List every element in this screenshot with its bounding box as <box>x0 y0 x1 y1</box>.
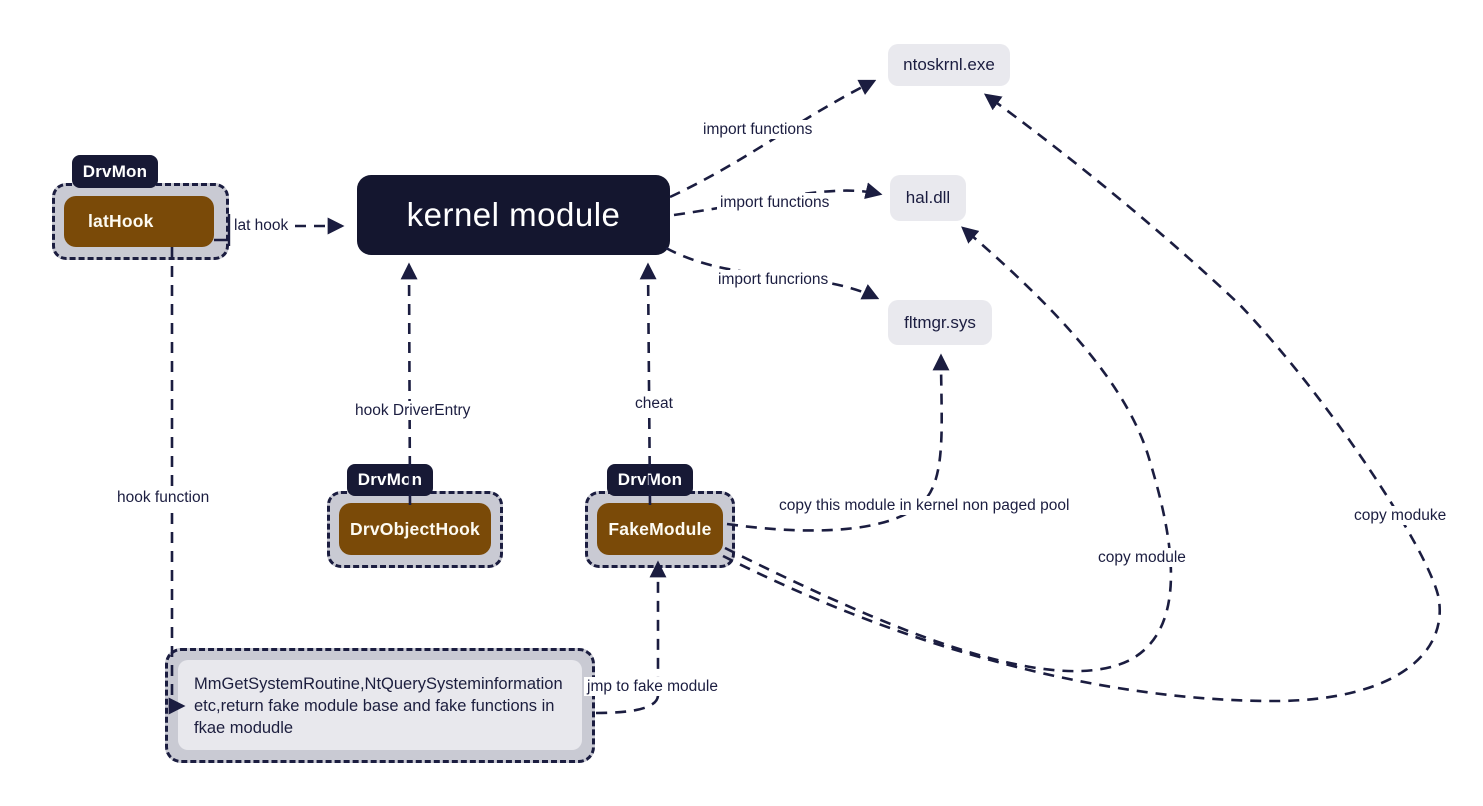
edge-label-copy-module: copy module <box>1095 548 1189 568</box>
tab-drvmon-iathook[interactable]: DrvMon <box>72 155 158 188</box>
edge-label-import-fltmgr: import funcrions <box>715 270 832 290</box>
node-drvobjecthook[interactable]: DrvObjectHook <box>339 503 491 555</box>
node-label: ntoskrnl.exe <box>903 55 995 74</box>
node-note-text[interactable]: MmGetSystemRoutine,NtQuerySysteminformat… <box>178 660 582 750</box>
edge-label-import-hal: import functions <box>717 193 833 213</box>
edge-label-jmp-to-fake: jmp to fake module <box>584 677 721 697</box>
edge-label-hook-driverentry: hook DriverEntry <box>352 401 474 421</box>
node-hal[interactable]: hal.dll <box>890 175 966 221</box>
tab-drvmon-fakemodule[interactable]: DrvMon <box>607 464 693 496</box>
tab-drvmon-drvobjecthook[interactable]: DrvMon <box>347 464 433 496</box>
edge-label-copy-moduke: copy moduke <box>1351 506 1450 526</box>
node-kernel-module[interactable]: kernel module <box>357 175 670 255</box>
node-label: latHook <box>88 211 154 231</box>
node-label: kernel module <box>406 196 621 233</box>
edge-label-copy-nonpaged: copy this module in kernel non paged poo… <box>776 496 1073 516</box>
tab-label: DrvMon <box>82 161 148 181</box>
edge-label-lat-hook: lat hook <box>231 216 292 236</box>
edge-label-import-ntoskrnl: import functions <box>700 120 816 140</box>
tab-label: DrvMon <box>617 470 683 489</box>
node-label: hal.dll <box>905 188 951 207</box>
note-text: MmGetSystemRoutine,NtQuerySysteminformat… <box>194 675 563 738</box>
edge-label-hook-function: hook function <box>114 488 213 508</box>
node-fltmgr[interactable]: fltmgr.sys <box>888 300 992 345</box>
edge-fakemodule-to-ntoskrnl <box>722 93 1441 703</box>
tab-label: DrvMon <box>357 470 423 489</box>
edge-label-cheat: cheat <box>632 394 676 414</box>
node-fakemodule[interactable]: FakeModule <box>597 503 723 555</box>
edge-iathook-to-note <box>168 247 186 715</box>
node-iathook[interactable]: latHook <box>64 196 214 247</box>
node-ntoskrnl[interactable]: ntoskrnl.exe <box>888 44 1010 86</box>
edge-fakemodule-to-hal <box>724 226 1173 673</box>
node-label: fltmgr.sys <box>904 312 976 332</box>
node-label: FakeModule <box>608 518 712 539</box>
node-label: DrvObjectHook <box>350 518 480 539</box>
